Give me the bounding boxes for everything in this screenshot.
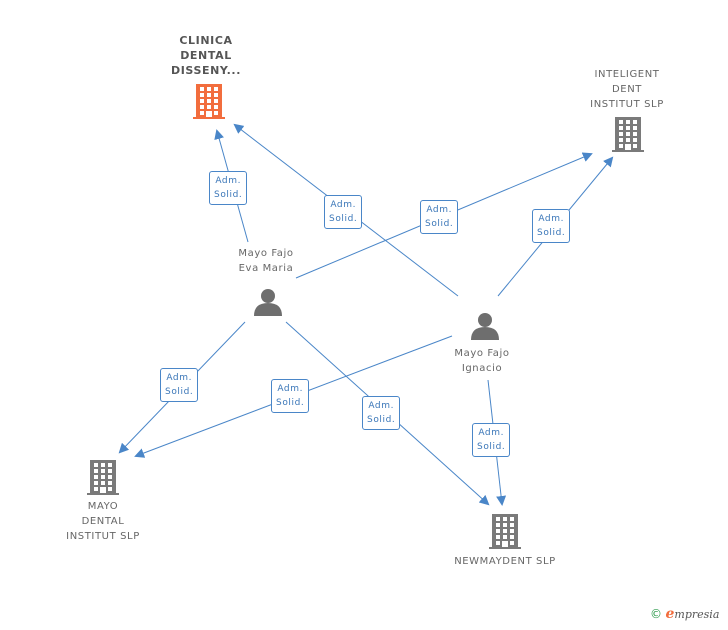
relation-label-ignacio-newmaydent[interactable]: Adm. Solid. — [472, 423, 511, 457]
relation-label-eva-clinica[interactable]: Adm. Solid. — [209, 171, 248, 205]
building-icon-newmaydent[interactable] — [489, 514, 521, 549]
person-icon-eva[interactable] — [254, 289, 282, 316]
relation-label-eva-inteligent[interactable]: Adm. Solid. — [420, 200, 459, 234]
company-label-clinica[interactable]: CLINICA DENTAL DISSENY... — [171, 34, 241, 77]
building-icon-mayo[interactable] — [87, 460, 119, 495]
relation-label-ignacio-clinica[interactable]: Adm. Solid. — [324, 195, 363, 229]
relation-label-ignacio-inteligent[interactable]: Adm. Solid. — [532, 209, 571, 243]
person-label-ignacio[interactable]: Mayo Fajo Ignacio — [454, 348, 510, 374]
relation-label-eva-mayo[interactable]: Adm. Solid. — [160, 368, 199, 402]
person-icon-ignacio[interactable] — [471, 313, 499, 340]
building-icon-inteligent[interactable] — [612, 117, 644, 152]
person-label-eva[interactable]: Mayo Fajo Eva Maria — [238, 248, 294, 274]
building-icon-clinica[interactable] — [193, 84, 225, 119]
company-label-inteligent[interactable]: INTELIGENT DENT INSTITUT SLP — [590, 69, 664, 110]
company-label-mayo[interactable]: MAYO DENTAL INSTITUT SLP — [66, 501, 140, 542]
brand-logo-initial: e — [665, 606, 675, 622]
company-label-newmaydent[interactable]: NEWMAYDENT SLP — [454, 556, 556, 567]
relation-label-eva-newmaydent[interactable]: Adm. Solid. — [362, 396, 401, 430]
empresia-watermark: © empresia — [650, 606, 719, 622]
brand-logo-rest: mpresia — [674, 608, 720, 621]
relation-label-ignacio-mayo[interactable]: Adm. Solid. — [271, 379, 310, 413]
copyright-symbol: © — [650, 607, 662, 621]
